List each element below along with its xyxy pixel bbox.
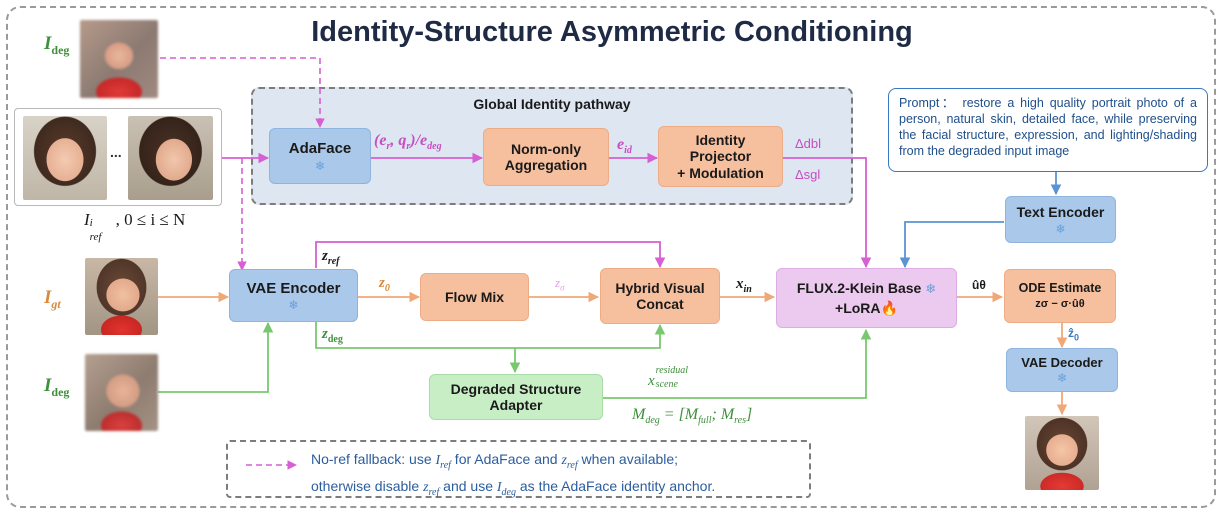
- label-z0: z0: [379, 275, 390, 294]
- edge-ideg-to-adaface: [160, 57, 325, 128]
- snowflake-icon: ❄: [288, 298, 299, 313]
- adaface-node: AdaFace ❄: [269, 128, 371, 184]
- edge-textenc-to-flux: [899, 221, 1004, 269]
- diagram-title: Identity-Structure Asymmetric Conditioni…: [311, 16, 913, 48]
- flow-mix-node: Flow Mix: [420, 273, 529, 321]
- label-m-deg: Mdeg = [Mfull; Mres]: [632, 406, 753, 427]
- label-z-ref: zref: [322, 248, 340, 267]
- ref-ellipsis: ...: [110, 144, 122, 160]
- snowflake-icon: ❄: [925, 280, 937, 296]
- snowflake-icon: ❄: [1056, 371, 1068, 386]
- vae-decoder-node: VAE Decoder ❄: [1006, 348, 1118, 392]
- legend-line-1: No-ref fallback: use Iref for AdaFace an…: [311, 451, 679, 471]
- fire-icon: 🔥: [880, 300, 898, 316]
- prompt-box: Prompt： restore a high quality portrait …: [888, 88, 1208, 172]
- text-encoder-node: Text Encoder ❄: [1005, 196, 1116, 243]
- label-er-qr-edeg: (er, qr)/edeg: [374, 132, 442, 153]
- label-delta-sgl: Δsgl: [795, 167, 821, 182]
- edge-dsa-to-flux: [603, 328, 872, 399]
- label-x-in: xin: [736, 276, 752, 295]
- ref-image-first: [23, 116, 107, 200]
- global-identity-label: Global Identity pathway: [473, 96, 631, 112]
- label-delta-dbl: Δdbl: [795, 136, 822, 151]
- label-z-hat: ẑ0: [1068, 326, 1080, 343]
- ideg-bottom-label: Ideg: [44, 375, 70, 399]
- hybrid-visual-concat-node: Hybrid Visual Concat: [600, 268, 720, 324]
- edge-vae-to-hybrid-zdeg: [315, 322, 666, 349]
- degraded-structure-adapter-node: Degraded Structure Adapter: [429, 374, 603, 420]
- ideg-top-label: Ideg: [44, 33, 70, 57]
- prompt-text: Prompt： restore a high quality portrait …: [899, 96, 1197, 158]
- ideg-bottom-image: [85, 354, 158, 431]
- snowflake-icon: ❄: [314, 158, 326, 173]
- edge-ideg-bottom-to-vae: [158, 321, 274, 393]
- igt-image: [85, 258, 158, 335]
- ode-estimate-node: ODE Estimate zσ − σ·ûθ: [1004, 269, 1116, 323]
- output-image: [1025, 416, 1099, 490]
- identity-projector-node: Identity Projector + Modulation: [658, 126, 783, 187]
- edge-vae-to-hybrid-zref: [315, 241, 666, 269]
- snowflake-icon: ❄: [1055, 221, 1066, 236]
- edge-projector-to-flux: [783, 157, 872, 269]
- legend-box: [226, 440, 811, 498]
- label-e-id: eid: [617, 136, 632, 157]
- igt-label: Igt: [44, 287, 61, 311]
- label-z-sigma: zσ: [555, 275, 565, 293]
- label-u-theta: ûθ: [972, 278, 986, 292]
- ref-image-last: [128, 116, 213, 200]
- ideg-top-image: [80, 20, 158, 98]
- outer-frame: [6, 6, 1216, 508]
- legend-line-2: otherwise disable zref and use Ideg as t…: [311, 477, 716, 498]
- vae-encoder-node: VAE Encoder ❄: [229, 269, 358, 322]
- flux-klein-node: FLUX.2-Klein Base ❄ +LoRA🔥: [776, 268, 957, 328]
- legend-text: No-ref fallback: use Iref for AdaFace an…: [311, 449, 811, 503]
- norm-aggregation-node: Norm-only Aggregation: [483, 128, 609, 186]
- label-z-deg: zdeg: [322, 326, 343, 345]
